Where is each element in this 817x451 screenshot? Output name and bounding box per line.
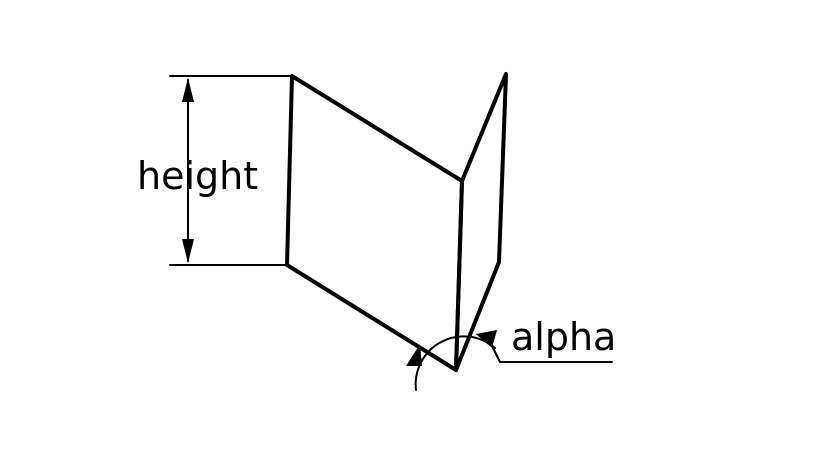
alpha-arrow-left [406, 344, 422, 366]
right-panel [454, 72, 508, 372]
alpha-label: alpha [511, 315, 616, 359]
alpha-leader-diagonal [489, 341, 501, 363]
height-arrow-top [182, 78, 194, 102]
height-label: height [137, 154, 258, 198]
height-arrow-bottom [182, 239, 194, 263]
alpha-angle-arc [414, 335, 496, 391]
left-panel [285, 74, 464, 372]
